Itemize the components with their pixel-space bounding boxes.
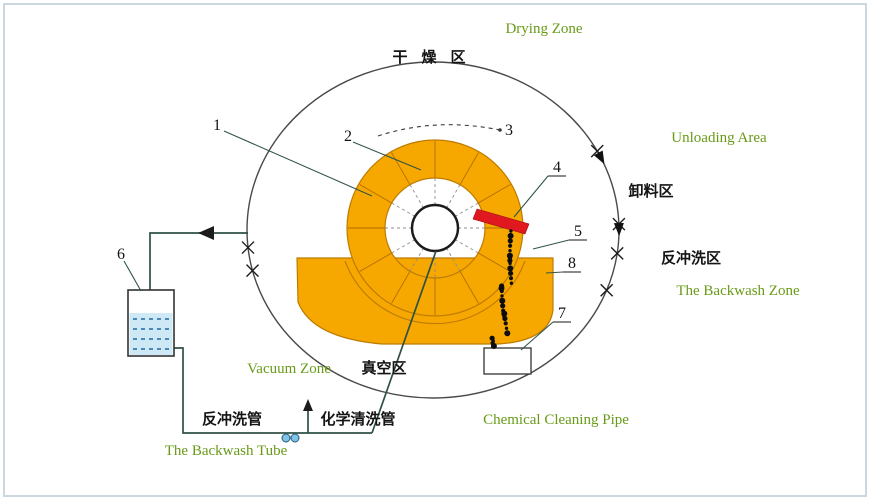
label-backwash-zone-en: The Backwash Zone bbox=[676, 283, 800, 299]
label-backwash-tube-en: The Backwash Tube bbox=[165, 443, 288, 459]
callout-7: 7 bbox=[558, 305, 566, 322]
backwash-pipe bbox=[174, 347, 372, 434]
filtrate-tank bbox=[127, 289, 175, 357]
filtrate-pipe bbox=[149, 232, 248, 290]
pump-icon bbox=[290, 433, 300, 443]
flow-arrow-up-icon bbox=[303, 399, 313, 411]
discharge-chute bbox=[472, 208, 530, 235]
callout-1: 1 bbox=[213, 117, 221, 134]
label-chemical-pipe-en: Chemical Cleaning Pipe bbox=[483, 412, 629, 428]
label-drying-zone-en: Drying Zone bbox=[505, 21, 582, 37]
label-drying-zone-zh: 干燥区 bbox=[392, 48, 479, 66]
callout-8: 8 bbox=[568, 255, 576, 272]
label-unloading-area-en: Unloading Area bbox=[671, 130, 767, 146]
label-vacuum-zone-en: Vacuum Zone bbox=[247, 361, 331, 377]
zone-labels: Drying Zone 干燥区 Unloading Area 卸料区 反冲洗区 … bbox=[165, 21, 800, 459]
scroll-inner-arc bbox=[344, 260, 526, 325]
callout-3: 3 bbox=[505, 122, 513, 139]
pump-icon bbox=[281, 433, 291, 443]
liquid-texture bbox=[133, 318, 170, 350]
callout-numbers: 1 2 3 4 5 6 7 8 bbox=[117, 117, 582, 322]
label-chemical-pipe-zh: 化学清洗管 bbox=[320, 410, 395, 428]
callout-5: 5 bbox=[574, 223, 582, 240]
callout-2: 2 bbox=[344, 128, 352, 145]
callout-4: 4 bbox=[553, 159, 561, 176]
label-backwash-zone-zh: 反冲洗区 bbox=[661, 249, 721, 267]
collection-box bbox=[483, 347, 532, 375]
vacuum-pipe bbox=[371, 250, 437, 434]
leader-lines bbox=[123, 124, 587, 351]
falling-particles bbox=[489, 229, 514, 349]
piping bbox=[149, 226, 437, 443]
center-shaft-hub bbox=[410, 203, 460, 253]
flow-arrow-left-icon bbox=[198, 226, 214, 240]
callout-6: 6 bbox=[117, 246, 125, 263]
zone-boundary-marks bbox=[241, 144, 626, 297]
label-vacuum-zone-zh: 真空区 bbox=[361, 359, 406, 377]
label-unloading-area-zh: 卸料区 bbox=[628, 182, 673, 200]
label-backwash-tube-zh: 反冲洗管 bbox=[202, 410, 262, 428]
